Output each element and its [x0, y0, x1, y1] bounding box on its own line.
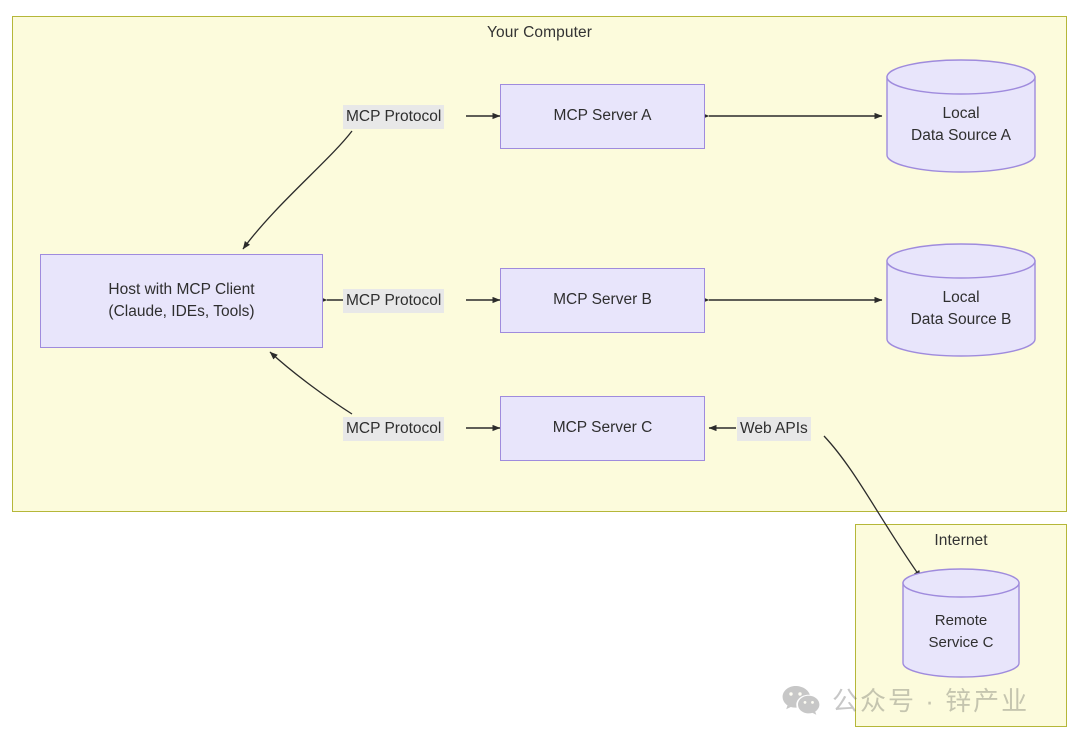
edge-server-a-to-host: [242, 130, 353, 250]
node-local-data-source-a-line2: Data Source A: [911, 127, 1011, 145]
node-mcp-server-c[interactable]: MCP Server C: [500, 396, 705, 461]
edge-label-web-apis: Web APIs: [737, 417, 811, 441]
node-local-data-source-b-line2: Data Source B: [910, 311, 1012, 329]
node-mcp-server-a-label: MCP Server A: [553, 107, 652, 125]
node-remote-service-c-text: Remote Service C: [902, 610, 1020, 654]
database-cylinder-icon: [902, 568, 1020, 678]
watermark: 公众号 · 锌产业: [781, 681, 1029, 718]
node-local-data-source-b-line1: Local: [942, 289, 980, 306]
edge-server-c-to-host: [269, 351, 353, 415]
edge-label-mcp-protocol-c: MCP Protocol: [343, 417, 445, 441]
database-cylinder-icon: [886, 59, 1036, 173]
node-remote-service-c-line2: Service C: [928, 633, 994, 651]
node-remote-service-c[interactable]: Remote Service C: [902, 568, 1020, 678]
edge-label-mcp-protocol-b: MCP Protocol: [343, 289, 445, 313]
node-local-data-source-b-text: Local Data Source B: [886, 287, 1036, 332]
edge-label-mcp-protocol-a: MCP Protocol: [343, 105, 445, 129]
node-local-data-source-a-line1: Local: [942, 105, 980, 122]
node-mcp-server-b-label: MCP Server B: [553, 291, 652, 309]
node-remote-service-c-line1: Remote: [934, 612, 988, 629]
edge-web-apis-to-remote-service-c: [823, 435, 922, 579]
node-host-line1: Host with MCP Client: [108, 280, 255, 298]
node-mcp-server-b[interactable]: MCP Server B: [500, 268, 705, 333]
wechat-icon: [782, 685, 820, 715]
watermark-text: 公众号 · 锌产业: [832, 686, 1030, 716]
group-internet-title: Internet: [934, 532, 988, 549]
group-your-computer-title: Your Computer: [487, 24, 592, 41]
node-host-with-mcp-client[interactable]: Host with MCP Client (Claude, IDEs, Tool…: [40, 254, 323, 348]
group-internet: Internet: [855, 524, 1067, 727]
node-mcp-server-a[interactable]: MCP Server A: [500, 84, 705, 149]
node-mcp-server-c-label: MCP Server C: [552, 419, 653, 437]
node-local-data-source-b[interactable]: Local Data Source B: [886, 243, 1036, 357]
node-host-line2: (Claude, IDEs, Tools): [108, 303, 255, 320]
node-local-data-source-a-text: Local Data Source A: [886, 103, 1036, 148]
database-cylinder-icon: [886, 243, 1036, 357]
node-local-data-source-a[interactable]: Local Data Source A: [886, 59, 1036, 173]
